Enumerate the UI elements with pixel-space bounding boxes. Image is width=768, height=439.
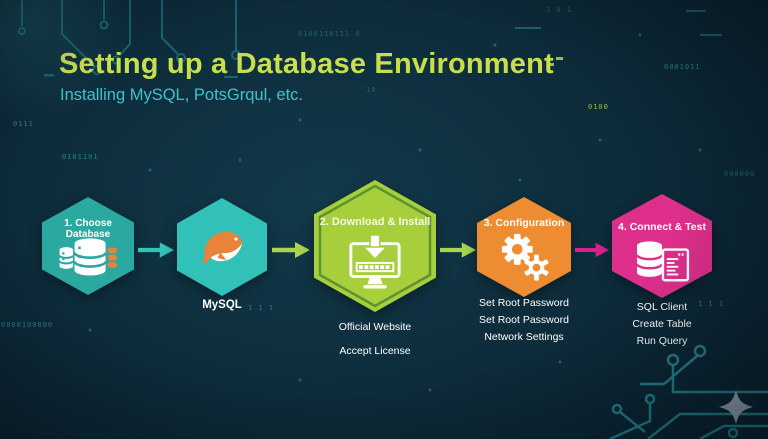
binary-string: 0100 [588,103,609,111]
binary-string: 0111 [13,120,34,128]
note-line: Accept License [339,345,411,357]
binary-string: 1 0 1 [546,6,573,14]
arrow-right-icon [272,242,310,258]
hexagon-inner-border [318,184,432,308]
arrow-right-icon [575,242,609,258]
step-label: 4. Connect & Test [618,221,706,233]
step-hexagon-configuration: 3. Configuration [477,197,571,297]
download-monitor-icon [349,234,401,289]
binary-string: 0100110111 0 [298,30,361,38]
note-line: Network Settings [484,331,564,343]
step-hexagon-connect-test: 4. Connect & Test [612,194,712,298]
step-notes: Official Website Accept License [300,315,450,363]
step-notes: Set Root Password Set Root Password Netw… [449,295,599,346]
database-query-icon [635,241,690,282]
note-line: Set Root Password [479,314,569,326]
binary-string: 0001011 [664,63,701,71]
mysql-caption: MySQL [202,299,242,311]
note-line: SQL Client [636,301,688,313]
binary-string: 10 [366,86,377,94]
arrow-right-icon [440,242,476,258]
note-line: Run Query [636,335,688,347]
arrow-right-icon [138,242,174,258]
gears-icon [501,233,549,281]
databases-icon [58,238,117,276]
diamond-logo [719,390,753,424]
mysql-dolphin-icon [201,231,243,265]
binary-string: 1 1 1 [698,300,725,308]
note-line: Create Table [632,318,692,330]
step-hexagon-choose-database: 1. Choose Database [42,197,134,295]
step-hexagon-mysql [177,198,267,296]
circuit-traces-bottom-right [609,344,768,439]
step-label: 3. Configuration [483,217,565,229]
note-line: Set Root Password [479,297,569,309]
step-label: 1. Choose Database [64,218,112,240]
binary-string: 0101101 [62,153,99,161]
page-title: Setting up a Database Environment [59,48,554,80]
page-subtitle: Installing MySQL, PotsGrqul, etc. [60,86,304,104]
binary-string: 0000100000 [1,321,54,329]
step-notes: SQL Client Create Table Run Query [587,299,737,350]
step-hexagon-download-install: 2. Download & Install [314,180,436,312]
binary-string: 1 1 1 [248,304,275,312]
step-label: 2. Download & Install [319,216,431,228]
note-line: Official Website [338,321,412,333]
binary-string: 000000 [724,170,756,178]
